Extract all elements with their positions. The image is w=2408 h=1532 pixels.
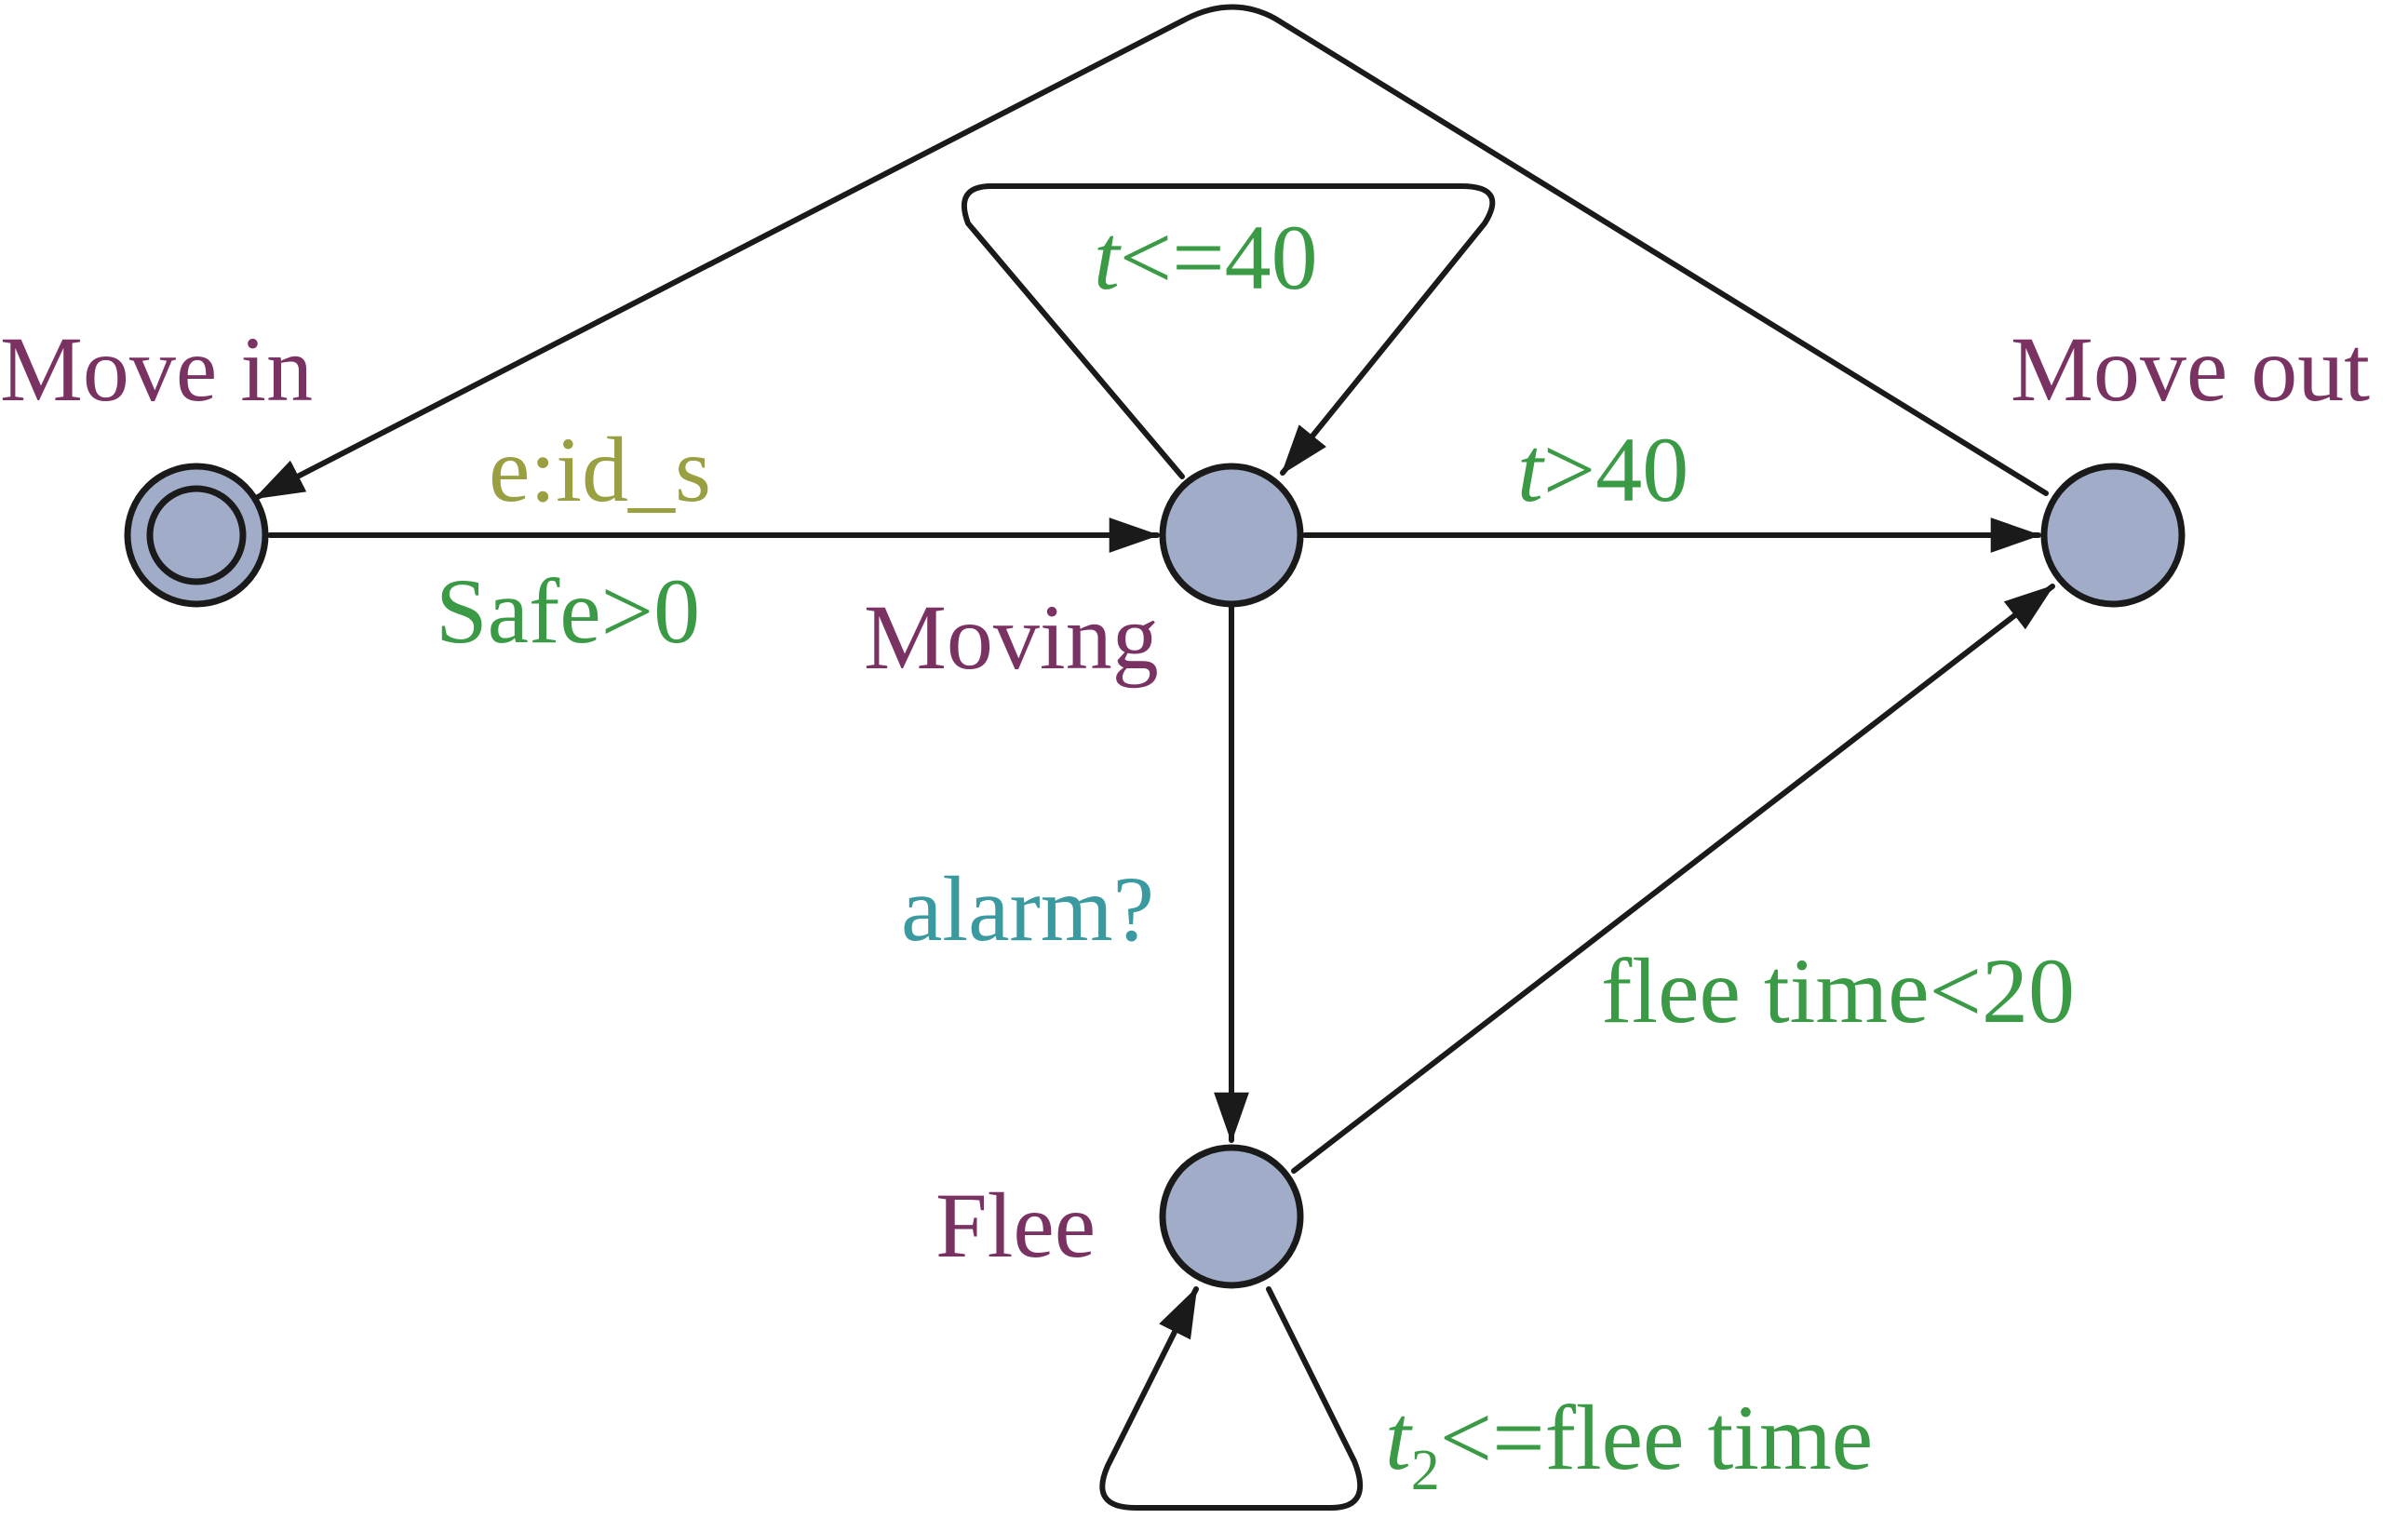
edge-flee-self-loop — [1099, 1286, 1364, 1511]
state-moving — [1159, 463, 1304, 608]
label-guard-safe: Safe>0 — [436, 559, 700, 663]
initial-state-marker — [146, 485, 247, 585]
label-guard-t-le-40: t<=40 — [1094, 206, 1318, 309]
label-select-e-id-s: e:id_s — [489, 418, 711, 521]
edge-move-out-to-move-in — [253, 4, 2049, 501]
edge-flee-to-move-out — [1291, 584, 2055, 1174]
label-move-in: Move in — [0, 317, 313, 421]
label-flee: Flee — [935, 1174, 1096, 1277]
label-sync-alarm: alarm? — [901, 857, 1154, 961]
state-move-in — [124, 463, 269, 608]
state-flee — [1159, 1144, 1304, 1289]
label-moving: Moving — [864, 585, 1159, 689]
state-move-out — [2040, 463, 2186, 608]
label-guard-flee-time: flee time<20 — [1601, 939, 2075, 1042]
edge-moving-self-loop — [962, 183, 1496, 479]
label-move-out: Move out — [2011, 317, 2370, 421]
label-guard-t-gt-40: t>40 — [1517, 418, 1688, 521]
label-guard-t2-le-flee-time: t2<=flee time — [1385, 1386, 1873, 1502]
